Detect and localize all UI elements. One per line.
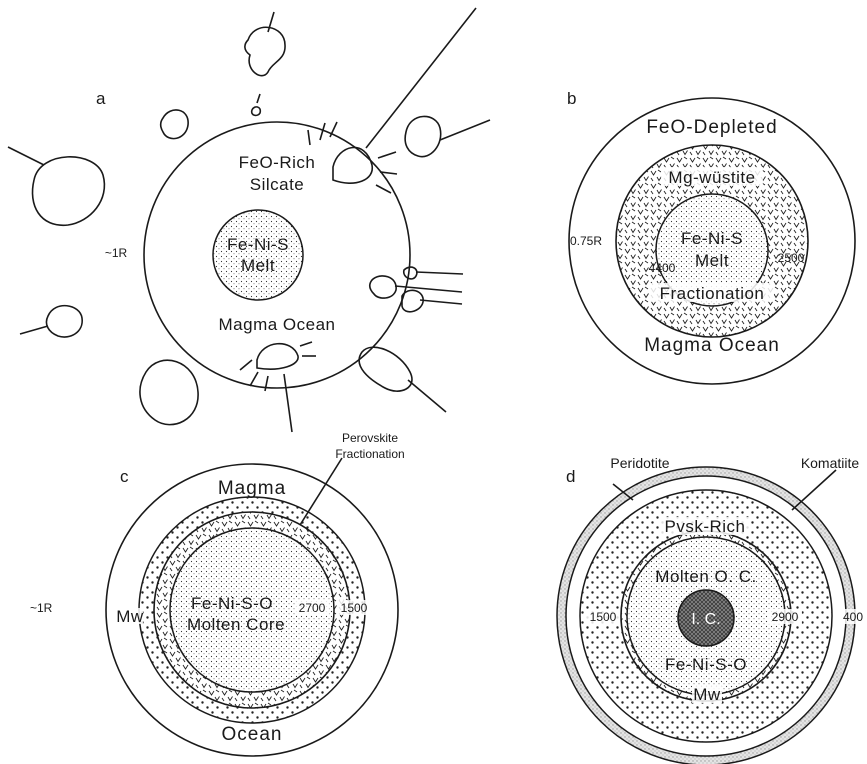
panel-a: a (8, 8, 490, 432)
panel-c-label-fe-ni-s-o: Fe-Ni-S-O (191, 594, 273, 613)
panel-a-label-magma-ocean: Magma Ocean (219, 315, 336, 334)
panel-d-leader-komatiite (792, 470, 836, 510)
panel-d-label-molten-oc: Molten O. C. (655, 567, 756, 586)
panel-b: b FeO-Depleted Mg-wüstite Fe-Ni-S Melt F… (567, 89, 855, 384)
panel-d-letter: d (566, 467, 575, 486)
panel-d-label-fe-ni-s-o: Fe-Ni-S-O (665, 655, 747, 674)
panel-c-label-mw: Mw (116, 607, 144, 626)
panel-c-radius-label: ~1R (30, 601, 53, 615)
panel-a-radius-label: ~1R (105, 246, 128, 260)
panel-a-core (213, 210, 303, 300)
panel-d-label-peridotite: Peridotite (610, 455, 669, 471)
panel-d-label-mw: Mw (693, 685, 721, 704)
panel-a-label-fe-ni-s: Fe-Ni-S (227, 235, 289, 254)
panel-a-letter: a (96, 89, 106, 108)
panel-b-label-fractionation: Fractionation (660, 284, 765, 303)
panel-d-number-1500: 1500 (590, 610, 617, 624)
panel-b-radius-label: 0.75R (570, 234, 602, 248)
panel-c-label-magma: Magma (218, 478, 286, 499)
panel-c-leader-perovskite (300, 458, 342, 525)
panel-d: d Peridotite Komatiite Pvsk-Rich Molten … (557, 455, 866, 764)
panel-c: c Magma Perovskite Fractionation Mw Fe-N… (30, 431, 405, 756)
panel-b-label-mg-wustite: Mg-wüstite (668, 168, 755, 187)
panel-d-label-komatiite: Komatiite (801, 455, 860, 471)
panel-c-letter: c (120, 467, 129, 486)
panel-a-impact-splash-top (333, 147, 372, 183)
panel-c-label-perovskite: Perovskite (342, 431, 398, 445)
panel-b-number-2500: 2500 (778, 251, 805, 265)
panel-b-letter: b (567, 89, 576, 108)
panel-a-impact-splash-bottom (257, 344, 298, 369)
panel-b-label-fe-ni-s: Fe-Ni-S (681, 229, 743, 248)
panel-c-label-fractionation: Fractionation (335, 447, 404, 461)
panel-a-label-feo-rich: FeO-Rich (239, 153, 316, 172)
panel-c-number-2700: 2700 (299, 601, 326, 615)
panel-a-label-melt: Melt (241, 256, 275, 275)
panel-b-number-4400: 4400 (649, 261, 676, 275)
panel-b-label-feo-depleted: FeO-Depleted (646, 117, 777, 138)
panel-a-impact-rays-bottom (240, 342, 316, 432)
panel-d-label-pvsk-rich: Pvsk-Rich (664, 517, 745, 536)
panel-c-label-ocean: Ocean (222, 724, 283, 745)
panel-a-label-silcate: Silcate (250, 175, 305, 194)
panel-c-number-1500: 1500 (341, 601, 368, 615)
panel-c-label-molten-core: Molten Core (187, 615, 285, 634)
panel-d-number-2900: 2900 (772, 610, 799, 624)
panel-d-number-400: 400 (843, 610, 863, 624)
panel-b-label-melt: Melt (695, 251, 729, 270)
panel-b-label-magma-ocean: Magma Ocean (644, 335, 780, 356)
panel-d-label-ic: I. C. (691, 611, 720, 628)
